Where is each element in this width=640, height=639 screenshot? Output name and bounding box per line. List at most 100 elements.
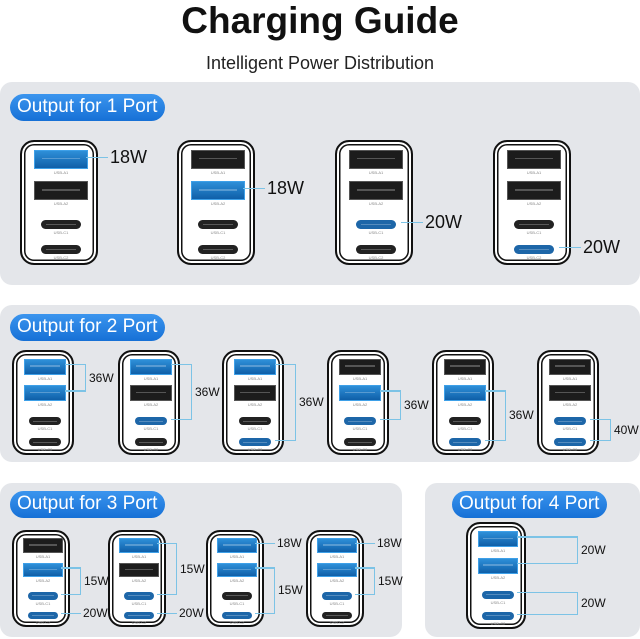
connector-line — [401, 222, 423, 224]
connector-line — [517, 592, 578, 594]
bracket-line — [505, 390, 507, 441]
section-title: Output for 1 Port — [10, 94, 166, 121]
wattage-label: 15W — [180, 561, 205, 576]
port-a2 — [191, 181, 245, 201]
port-c2 — [321, 611, 353, 620]
bracket-line — [176, 543, 178, 595]
connector-line — [157, 593, 177, 595]
port-a2 — [34, 181, 88, 201]
wattage-label: 36W — [195, 384, 220, 399]
port-a1 — [349, 150, 403, 169]
port-c1 — [513, 219, 555, 230]
port-a1 — [548, 358, 592, 375]
port-label: USB-A2 — [352, 401, 368, 407]
port-label: USB-A1 — [53, 169, 69, 175]
port-a2 — [443, 385, 487, 401]
port-label: USB-C1 — [562, 426, 578, 432]
port-label: USB-A2 — [210, 201, 226, 207]
port-label: USB-A1 — [562, 375, 578, 381]
port-label: USB-A1 — [368, 169, 384, 175]
wattage-label: 36W — [404, 397, 429, 412]
port-label: USB-C1 — [37, 426, 53, 432]
wattage-label: 20W — [581, 596, 606, 611]
port-a2 — [548, 385, 592, 401]
connector-line — [170, 418, 192, 420]
port-label: USB-A2 — [562, 401, 578, 407]
connector-line — [589, 418, 611, 420]
port-label: USB-C2 — [368, 255, 384, 261]
wattage-label: 20W — [425, 211, 463, 232]
bracket-line — [577, 592, 579, 614]
port-c2 — [40, 244, 82, 255]
connector-line — [64, 364, 86, 366]
port-a2 — [349, 181, 403, 201]
connector-line — [157, 543, 177, 545]
section-title: Output for 3 Port — [10, 491, 166, 518]
bracket-line — [80, 567, 82, 595]
port-a1 — [338, 358, 382, 375]
connector-line — [379, 390, 401, 392]
port-c1 — [355, 219, 397, 230]
connector-line — [379, 418, 401, 420]
port-c2 — [513, 244, 555, 255]
port-label: USB-A2 — [143, 401, 159, 407]
wattage-label: 36W — [89, 370, 114, 385]
port-a2 — [507, 181, 561, 201]
wattage-label: 36W — [509, 408, 534, 423]
port-c1 — [321, 592, 353, 600]
port-a1 — [217, 538, 257, 553]
port-label: USB-C1 — [457, 426, 473, 432]
connector-line — [86, 157, 108, 159]
wattage-label: 20W — [581, 543, 606, 558]
connector-line — [61, 567, 81, 569]
port-label: USB-A1 — [352, 375, 368, 381]
port-label: USB-C1 — [247, 426, 263, 432]
port-c1 — [343, 417, 377, 426]
bracket-line — [274, 567, 276, 614]
port-c2 — [197, 244, 239, 255]
port-c2 — [238, 438, 272, 447]
port-label: USB-A2 — [457, 401, 473, 407]
connector-line — [517, 613, 578, 615]
bracket-line — [295, 364, 297, 441]
connector-line — [61, 593, 81, 595]
port-label: USB-C2 — [37, 447, 53, 453]
port-label: USB-C2 — [247, 447, 263, 453]
connector-line — [517, 536, 578, 538]
port-a1 — [443, 358, 487, 375]
connector-line — [274, 439, 296, 441]
page-subtitle: Intelligent Power Distribution — [205, 53, 435, 73]
port-label: USB-C2 — [229, 620, 245, 626]
port-c2 — [27, 611, 59, 620]
port-label: USB-C1 — [368, 230, 384, 236]
port-c1 — [40, 219, 82, 230]
port-c2 — [134, 438, 168, 447]
connector-line — [255, 543, 275, 545]
port-label: USB-A1 — [490, 548, 506, 553]
wattage-label: 36W — [299, 395, 324, 410]
port-c2 — [355, 244, 397, 255]
wattage-label: 18W — [377, 536, 402, 551]
port-label: USB-C1 — [329, 600, 345, 606]
port-label: USB-A2 — [526, 201, 542, 207]
port-a1 — [119, 538, 159, 553]
port-label: USB-A1 — [131, 553, 147, 559]
port-label: USB-C2 — [131, 620, 147, 626]
port-label: USB-C2 — [35, 620, 51, 626]
port-a1 — [477, 530, 519, 547]
port-label: USB-C2 — [143, 447, 159, 453]
port-a1 — [507, 150, 561, 169]
port-label: USB-A1 — [143, 375, 159, 381]
port-a2 — [23, 562, 63, 578]
connector-line — [484, 390, 506, 392]
connector-line — [255, 567, 275, 569]
section-title: Output for 2 Port — [10, 314, 166, 341]
port-c2 — [28, 438, 62, 447]
port-c1 — [221, 592, 253, 600]
